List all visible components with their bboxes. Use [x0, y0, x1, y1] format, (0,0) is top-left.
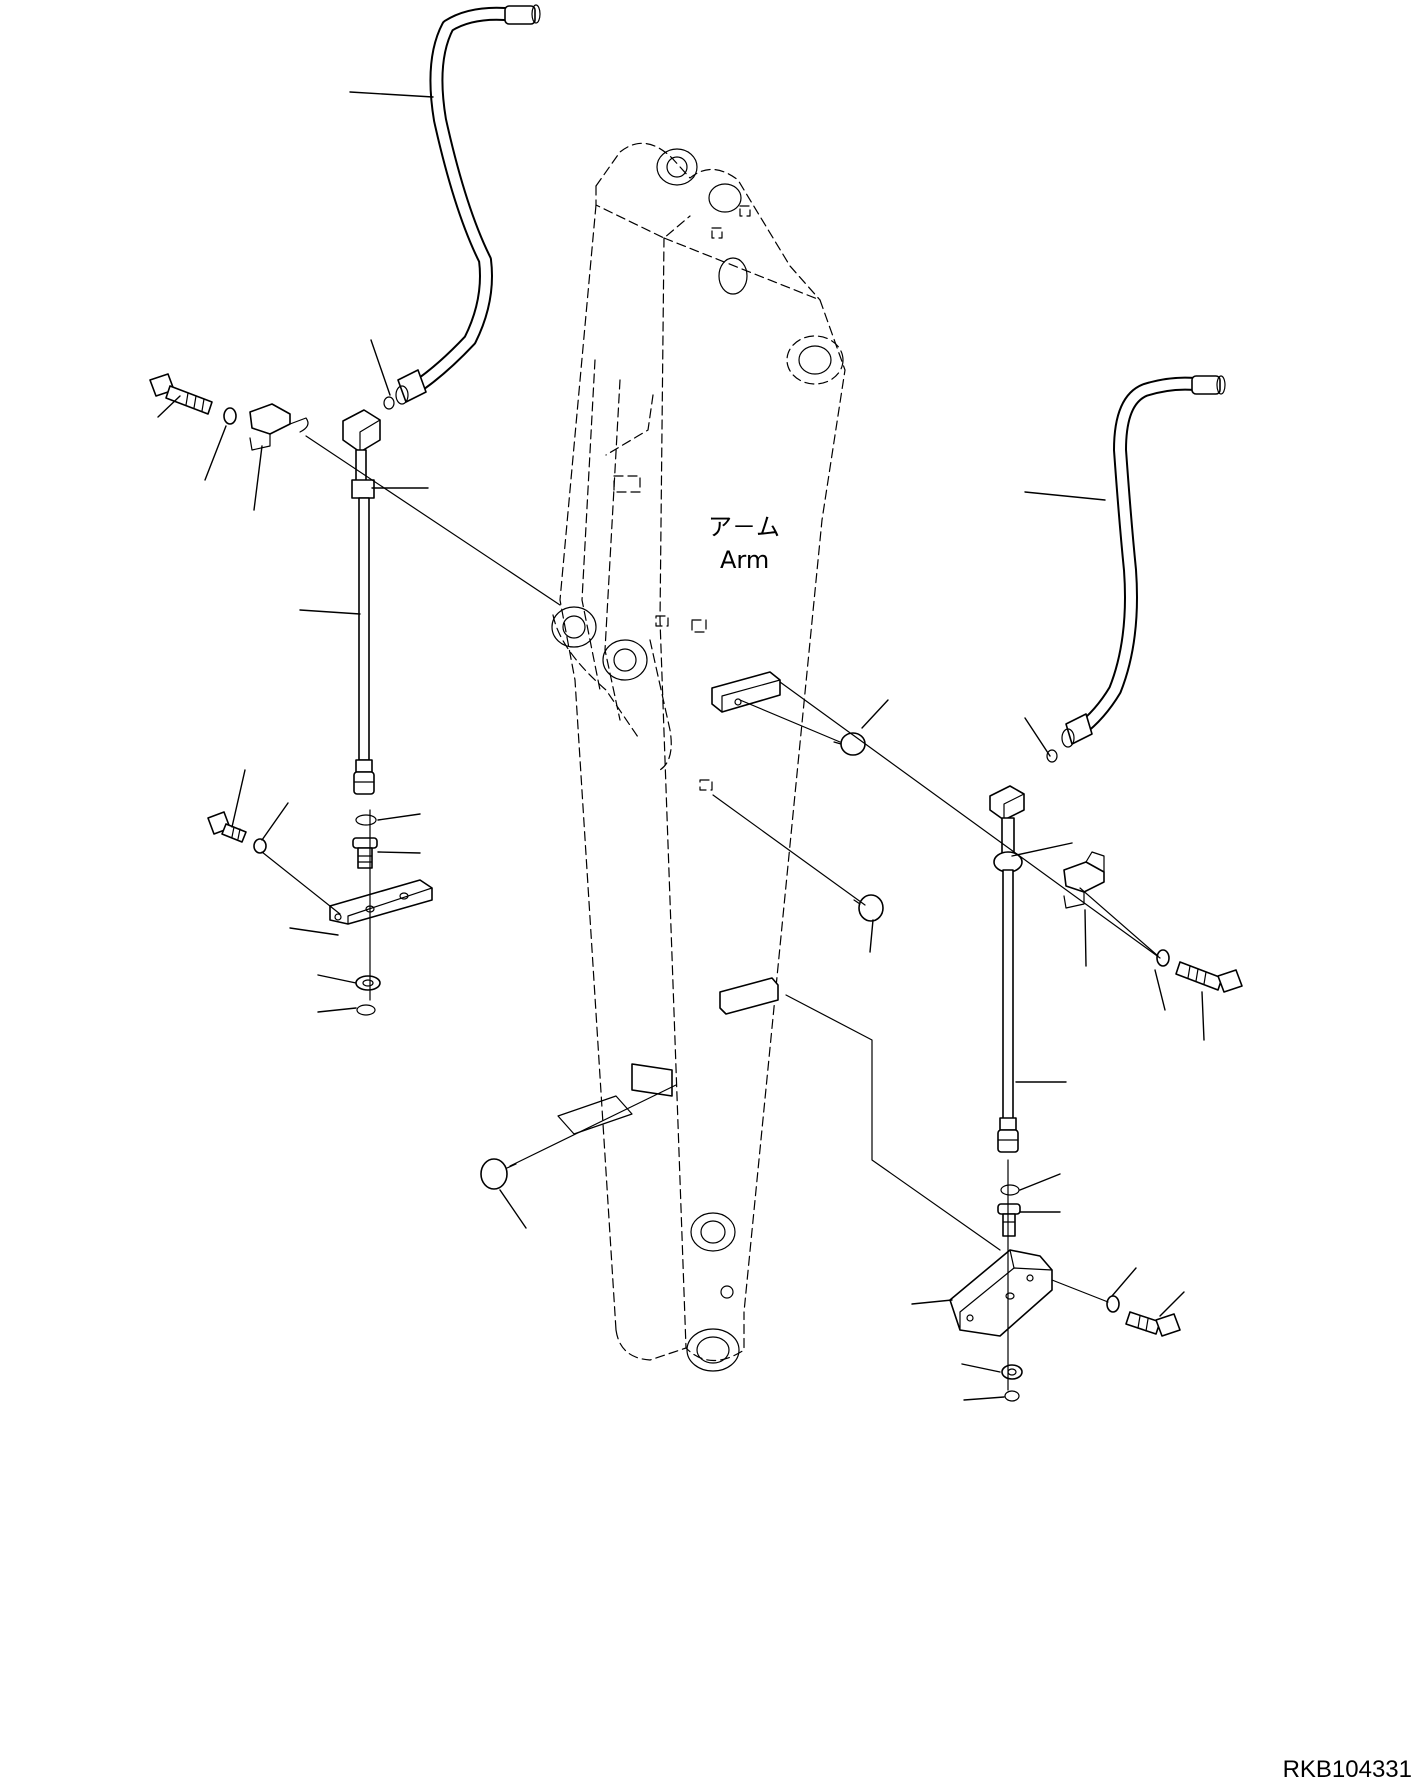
hose-upper-left [395, 4, 541, 405]
bracket-right [949, 1249, 1053, 1337]
bolt-bracket-right [1125, 1311, 1181, 1337]
tube-right [989, 785, 1025, 1153]
oring-upper-right [1046, 749, 1058, 763]
connector-left [352, 837, 378, 869]
bolt-upper-left [149, 373, 213, 415]
hose-upper-right [1061, 375, 1226, 748]
arm-label-en: Arm [720, 546, 769, 574]
connector-right [997, 1203, 1021, 1237]
cap-lower [480, 1158, 517, 1190]
arm-plate-bottom [557, 1063, 673, 1135]
nut-left [355, 975, 381, 991]
clamp-right [1063, 851, 1105, 909]
arm-clip-block-upper [711, 671, 781, 713]
bolt-right [1175, 961, 1243, 993]
oring-right-1 [1000, 1184, 1020, 1196]
washer-right [1156, 949, 1170, 967]
arm-body [551, 142, 846, 1372]
cap-middle [853, 894, 884, 922]
drawing-code: RKB104331 [1283, 1756, 1412, 1783]
arm-clip-block-lower [719, 977, 779, 1015]
tube-left [342, 409, 381, 795]
washer-upper-left [223, 407, 237, 425]
clamp-upper-left [249, 403, 309, 451]
leader-lines [157, 91, 1205, 1401]
assembly-lines [261, 435, 1161, 1391]
washer-lower-left [253, 838, 267, 854]
nut-right [1001, 1364, 1023, 1380]
oring-left-2 [356, 1004, 376, 1016]
oring-upper-left [383, 396, 395, 410]
bolt-lower-left [207, 811, 247, 843]
washer-bracket-right [1106, 1295, 1120, 1313]
arm-label-jp: ア－ム [708, 513, 780, 541]
oring-right-2 [1004, 1390, 1020, 1402]
bracket-left [329, 879, 433, 925]
oring-left-1 [355, 814, 377, 826]
cap-upper [833, 732, 866, 756]
